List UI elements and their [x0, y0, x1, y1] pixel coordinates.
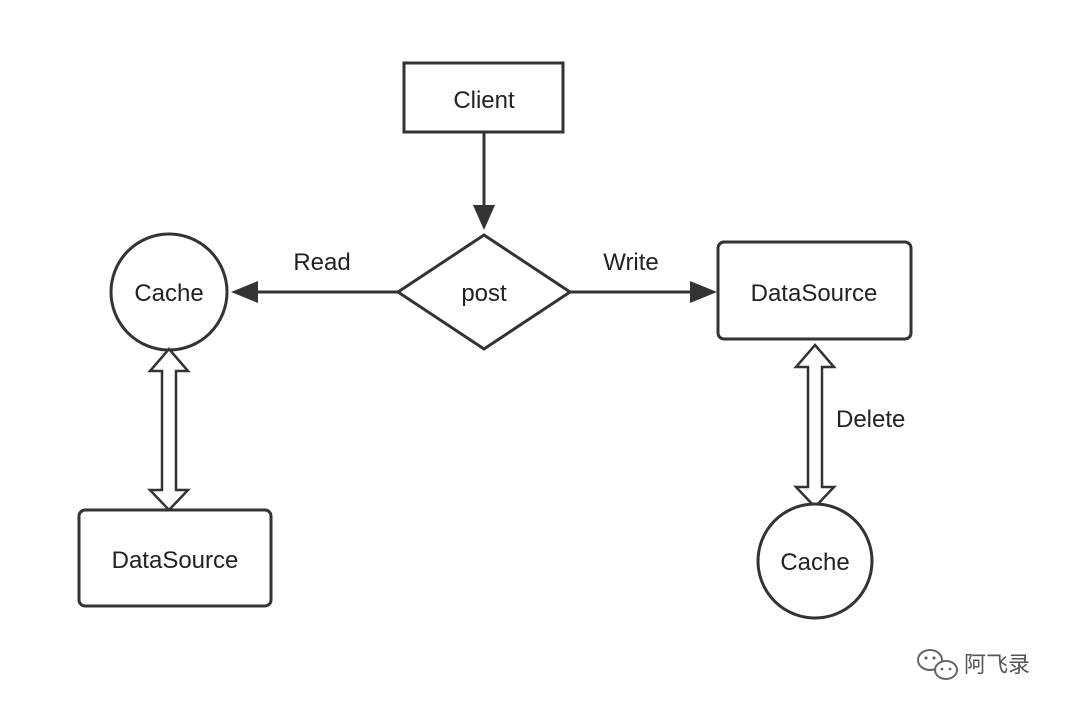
delete-label: Delete [836, 406, 905, 433]
read-cache-datasource-double-arrow [147, 347, 191, 512]
write-datasource-box [716, 240, 913, 341]
decision-node: post [395, 233, 573, 351]
client-label: Client [453, 87, 515, 114]
write-cache-label: Cache [780, 549, 849, 576]
read-cache-label: Cache [134, 280, 203, 307]
wechat-icon [917, 649, 958, 680]
read-arrowhead [231, 281, 258, 303]
read-cache-node: Cache [109, 232, 229, 352]
write-edge: Write [570, 249, 717, 303]
read-datasource-label: DataSource [112, 547, 239, 574]
client-to-post-edge [473, 132, 495, 230]
watermark-text: 阿飞录 [964, 653, 1030, 678]
watermark: 阿飞录 [917, 649, 1030, 680]
write-datasource-cache-double-arrow [793, 343, 837, 509]
read-edge: Read [231, 249, 398, 303]
write-label: Write [603, 249, 659, 276]
write-cache-circle [756, 502, 874, 620]
decision-diamond [395, 233, 573, 351]
write-datasource-label: DataSource [751, 280, 878, 307]
read-datasource-node: DataSource [77, 508, 273, 608]
decision-label: post [461, 280, 507, 307]
write-datasource-node: DataSource [716, 240, 913, 341]
read-datasource-box [77, 508, 273, 608]
write-cache-node: Cache [756, 502, 874, 620]
write-arrowhead [690, 281, 717, 303]
client-box [402, 61, 565, 134]
read-label: Read [293, 249, 350, 276]
client-to-post-arrowhead [473, 205, 495, 230]
client-node: Client [402, 61, 565, 134]
